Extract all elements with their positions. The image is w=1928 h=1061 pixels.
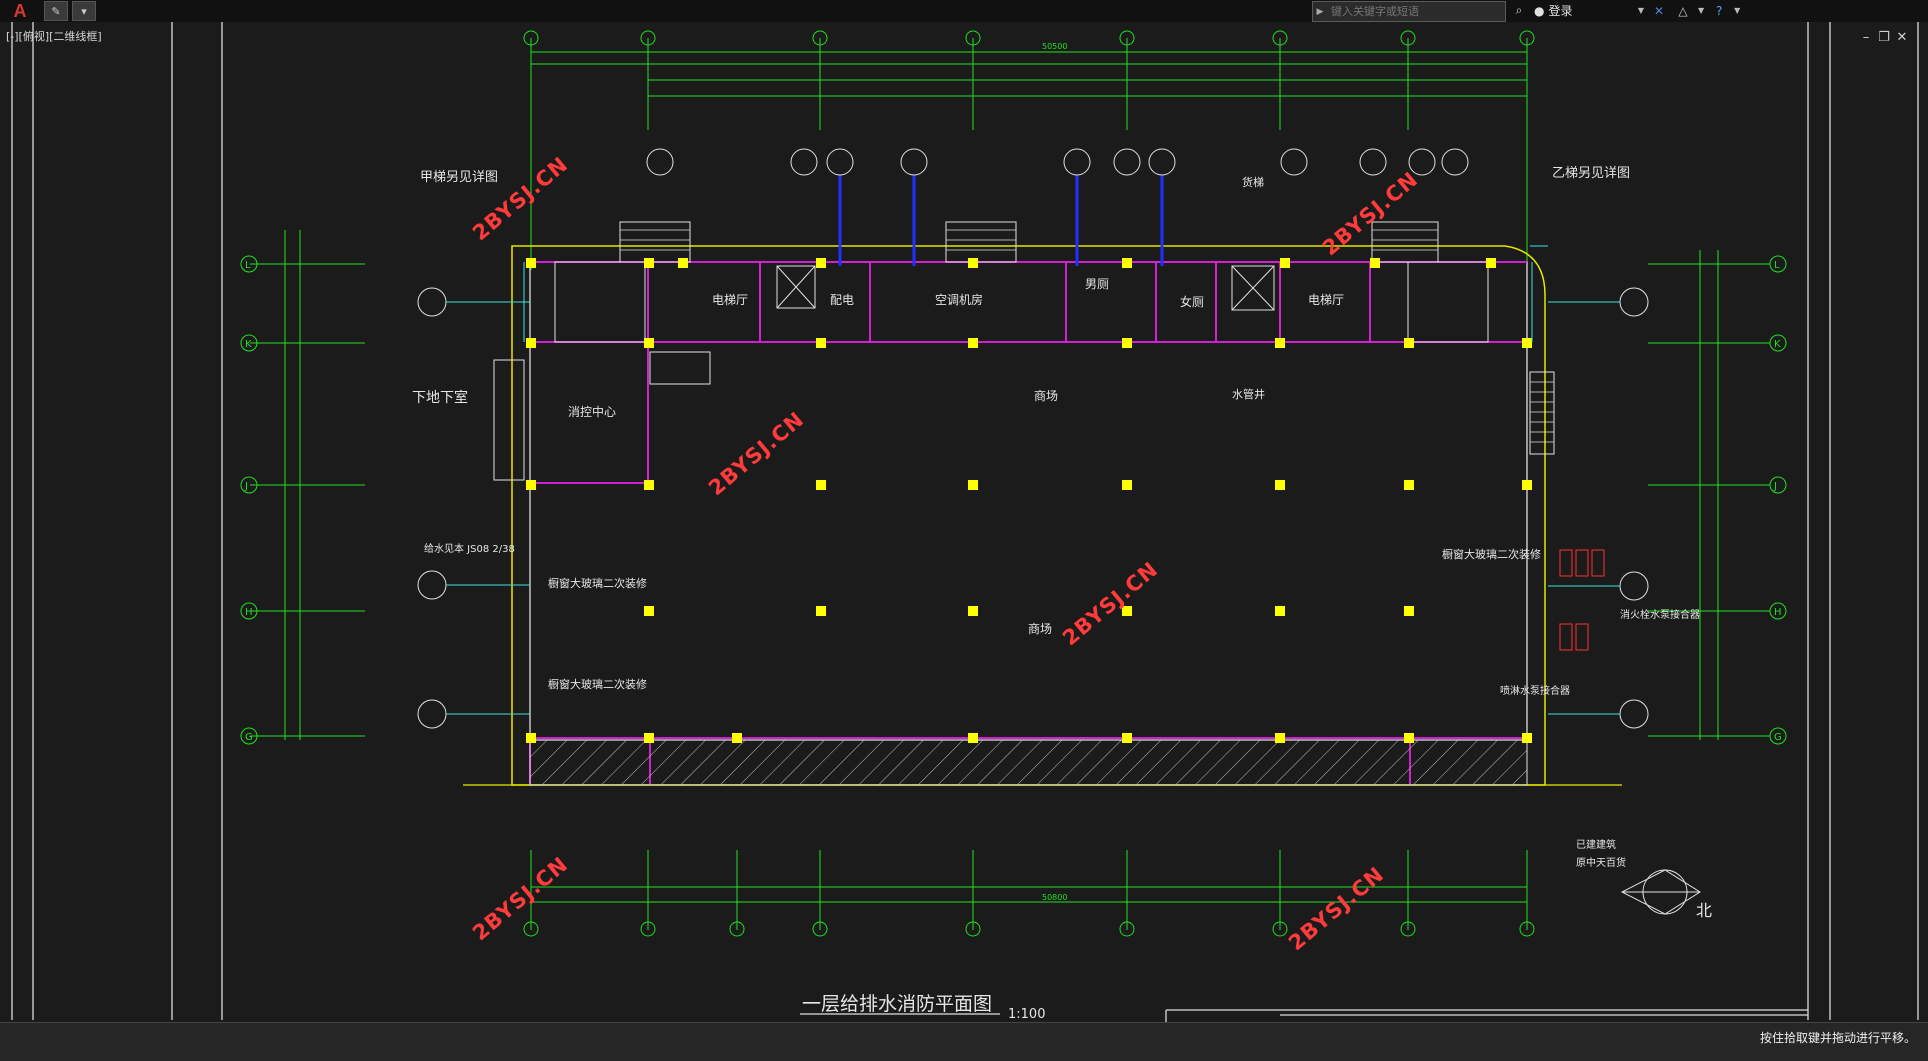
- pump-connectors: [1559, 549, 1605, 651]
- room-label: 电梯厅: [712, 293, 748, 307]
- chevron-down-icon: ▼: [1637, 6, 1644, 15]
- structural-columns: [526, 258, 1532, 743]
- chevron-down-icon[interactable]: ▼: [1698, 6, 1705, 15]
- bottom-dimension-lines: [530, 850, 1528, 930]
- quick-access-save-icon[interactable]: ✎: [44, 1, 68, 21]
- annotation: 原中天百货: [1576, 856, 1626, 869]
- room-label: 男厕: [1085, 277, 1109, 291]
- annotation: 喷淋水泵接合器: [1500, 684, 1570, 697]
- login-button[interactable]: ● 登录 ▼: [1534, 2, 1644, 19]
- room-label: 商场: [1028, 621, 1052, 636]
- axis-label: H: [245, 607, 253, 618]
- quick-access-dropdown-icon[interactable]: ▾: [72, 1, 96, 21]
- search-box[interactable]: ▶: [1312, 1, 1506, 22]
- annotation: 橱窗大玻璃二次装修: [548, 677, 647, 691]
- close-icon[interactable]: ✕: [1896, 30, 1908, 45]
- axis-label: L: [1774, 260, 1780, 271]
- bottom-axis-bubbles: [523, 921, 1535, 937]
- autodesk-360-icon[interactable]: △: [1678, 3, 1688, 18]
- annotation: 货梯: [1242, 175, 1264, 189]
- exchange-icon[interactable]: ✕: [1653, 3, 1665, 18]
- annotation: 乙梯另见详图: [1552, 166, 1630, 181]
- elevator-shafts: [776, 265, 1275, 311]
- axis-label: K: [245, 339, 252, 350]
- sheet-frame: [11, 22, 1919, 1022]
- top-axis-bubbles: [523, 30, 1535, 46]
- side-dimension-lines: [250, 230, 1770, 740]
- user-icon: ●: [1534, 3, 1545, 18]
- riser-bubbles: [417, 148, 1649, 729]
- status-bar: 按住拾取键并拖动进行平移。: [0, 1022, 1928, 1061]
- room-label: 电梯厅: [1308, 293, 1344, 307]
- search-expand-icon[interactable]: ▶: [1316, 6, 1324, 17]
- room-label: 空调机房: [935, 292, 983, 307]
- annotation: 橱窗大玻璃二次装修: [548, 576, 647, 590]
- drawing-title: 一层给排水消防平面图: [802, 993, 992, 1015]
- annotation: 橱窗大玻璃二次装修: [1442, 547, 1541, 561]
- room-label: 商场: [1034, 388, 1058, 403]
- drawing-scale: 1:100: [1008, 1007, 1045, 1022]
- riser-leaders: [446, 301, 1620, 715]
- row-axis-bubbles: [240, 255, 1787, 745]
- drawing-viewport[interactable]: 电梯厅 配电 空调机房 男厕 女厕 电梯厅 消控中心 商场 商场 水管井 甲梯另…: [0, 22, 1928, 1022]
- canopy-hatch: [529, 739, 1528, 786]
- building-outline: [463, 245, 1622, 786]
- restore-icon[interactable]: ❐: [1878, 30, 1890, 45]
- login-label: 登录: [1548, 4, 1573, 18]
- axis-label: J: [1773, 481, 1777, 492]
- axis-label: H: [1774, 607, 1782, 618]
- room-label: 配电: [830, 293, 854, 307]
- annotation: 下地下室: [412, 389, 468, 406]
- axis-label: K: [1774, 339, 1781, 350]
- dimension-label: 50800: [1042, 893, 1067, 902]
- title-bar: A ✎ ▾ ▶ ⌕ ● 登录 ▼ ✕ △ ▼ ? ▼: [0, 0, 1928, 22]
- search-input[interactable]: [1327, 4, 1503, 19]
- axis-label: G: [245, 732, 253, 743]
- axis-label: L: [245, 260, 251, 271]
- chevron-down-icon[interactable]: ▼: [1734, 6, 1741, 15]
- room-label: 水管井: [1232, 387, 1265, 401]
- room-label: 女厕: [1180, 294, 1204, 309]
- viewport-controls[interactable]: [-][俯视][二维线框]: [6, 30, 102, 43]
- annotation: 甲梯另见详图: [420, 170, 498, 185]
- infocenter-tools: ⌕ ● 登录 ▼ ✕ △ ▼ ? ▼: [1510, 1, 1741, 20]
- stairs: [493, 221, 1555, 481]
- room-label: 消控中心: [568, 404, 616, 419]
- top-dimension-lines: [530, 38, 1528, 270]
- annotation: 消火栓水泵接合器: [1620, 608, 1700, 621]
- stair-treads: [620, 229, 1554, 443]
- autocad-logo-icon[interactable]: A: [13, 0, 27, 21]
- binoculars-icon[interactable]: ⌕: [1515, 3, 1523, 17]
- water-risers: [838, 175, 1164, 266]
- drawing-labels: 电梯厅 配电 空调机房 男厕 女厕 电梯厅 消控中心 商场 商场 水管井 甲梯另…: [244, 42, 1782, 1022]
- annotation: 给水见本 JS08 2/38: [424, 542, 515, 555]
- help-icon[interactable]: ?: [1715, 3, 1723, 18]
- command-prompt: 按住拾取键并拖动进行平移。: [1759, 1031, 1916, 1045]
- north-label: 北: [1696, 901, 1712, 920]
- axis-label: J: [244, 481, 248, 492]
- annotation: 已建建筑: [1576, 838, 1616, 851]
- minimize-icon[interactable]: –: [1862, 30, 1870, 45]
- axis-label: G: [1774, 732, 1782, 743]
- drawing-canvas[interactable]: 电梯厅 配电 空调机房 男厕 女厕 电梯厅 消控中心 商场 商场 水管井 甲梯另…: [0, 22, 1928, 1022]
- north-arrow-icon: [1620, 869, 1701, 915]
- dimension-label: 50500: [1042, 42, 1067, 51]
